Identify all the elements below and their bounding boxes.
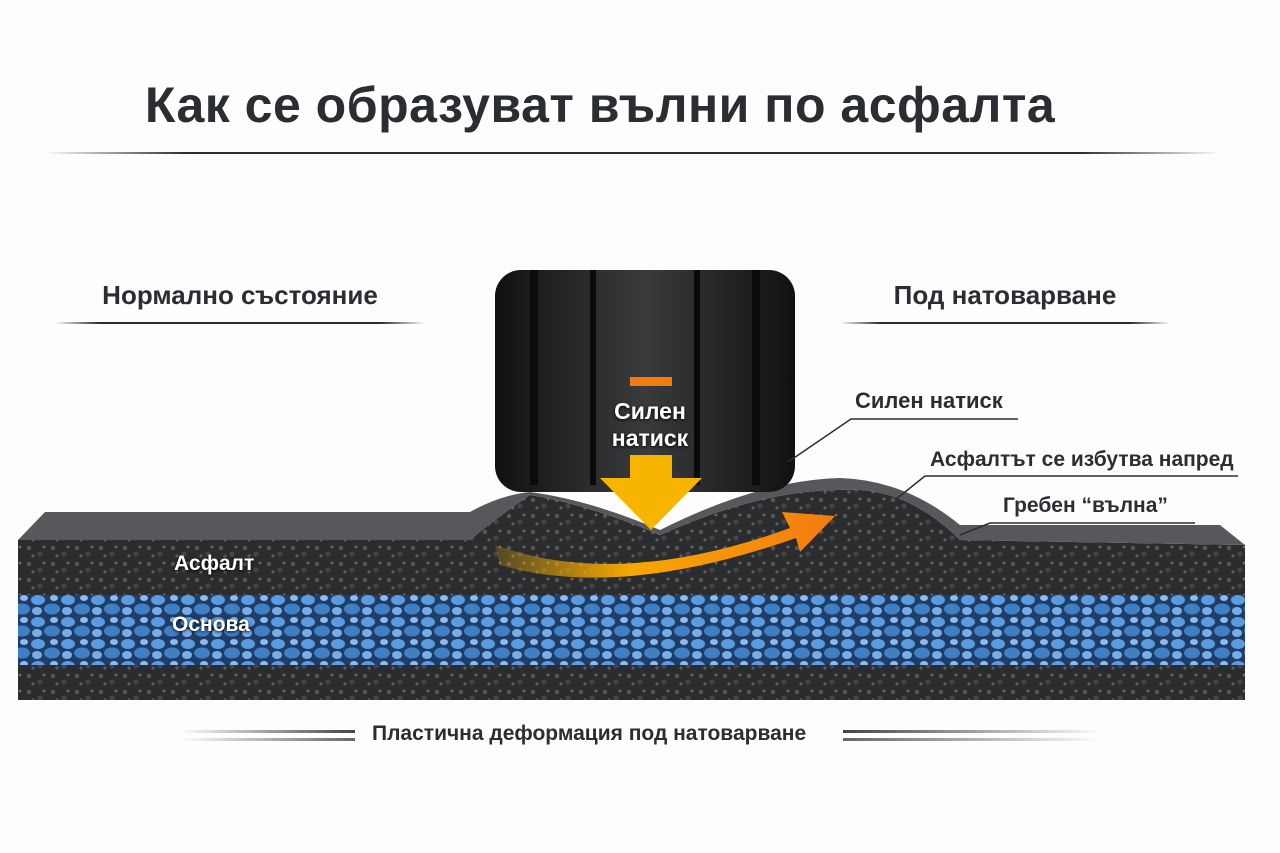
tire-label-line2: натиск — [611, 425, 689, 451]
tire-pressure-label: Силен натиск — [600, 398, 700, 452]
footer-caption: Пластична деформация под натоварване — [372, 722, 807, 745]
callout-crest: Гребен “вълна” — [1003, 494, 1168, 517]
footer-line-right-2 — [843, 738, 1103, 741]
forward-arrow-icon — [495, 512, 835, 578]
title-divider — [45, 152, 1220, 154]
pressure-bar — [630, 377, 672, 386]
footer-line-left — [180, 730, 355, 733]
callout-pushed: Асфалтът се избутва напред — [930, 448, 1234, 471]
tire-label-line1: Силен — [614, 398, 686, 424]
asphalt-layer — [18, 478, 1245, 595]
right-heading-divider — [840, 322, 1170, 324]
pressure-arrow-icon — [600, 455, 702, 530]
subgrade-layer — [18, 665, 1245, 700]
base-layer — [18, 595, 1245, 665]
footer-line-left-2 — [180, 738, 355, 741]
left-heading: Нормално състояние — [102, 280, 378, 310]
callout-pressure: Силен натиск — [855, 388, 1003, 413]
base-label: Основа — [172, 613, 250, 636]
right-heading: Под натоварване — [893, 280, 1117, 310]
page-title: Как се образуват вълни по асфалта — [144, 77, 1056, 133]
footer-line-right — [843, 730, 1103, 733]
callout-lines — [787, 418, 1238, 536]
left-heading-divider — [55, 322, 425, 324]
asphalt-label: Асфалт — [174, 552, 255, 575]
